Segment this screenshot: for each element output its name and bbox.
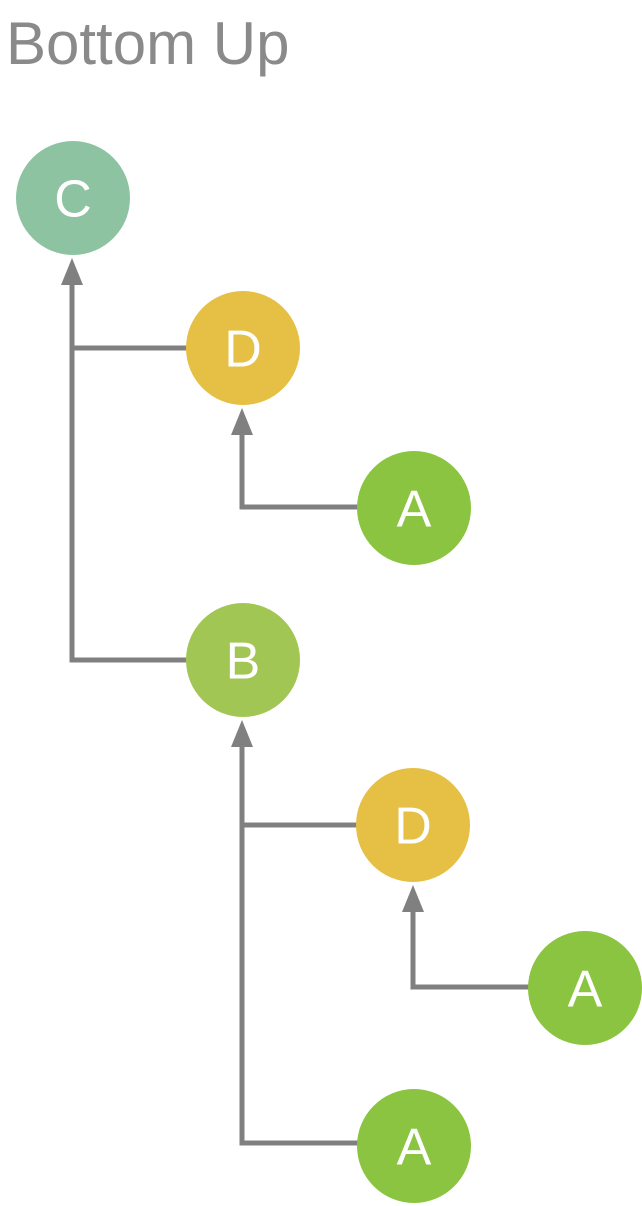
node-C: C [16,141,130,255]
node-A3: A [357,1089,471,1203]
connector-trunk-a3-to-b-arrow [239,745,359,1146]
node-circle-D1 [186,291,300,405]
node-circle-C [16,141,130,255]
node-circle-A2 [528,931,642,1045]
node-B: B [186,603,300,717]
arrowhead-into-D2-icon [402,885,424,912]
node-A2: A [528,931,642,1045]
arrowhead-into-C-icon [61,258,83,285]
node-label-C: C [54,171,92,229]
node-label-A3: A [397,1119,432,1177]
node-label-D2: D [394,798,432,856]
node-label-D1: D [224,321,262,379]
node-label-B: B [226,633,261,691]
node-A1: A [357,451,471,565]
node-circle-D2 [356,768,470,882]
arrowhead-into-B-icon [231,720,253,747]
node-label-A1: A [397,481,432,539]
node-label-A2: A [568,961,603,1019]
node-circle-A3 [357,1089,471,1203]
page-title: Bottom Up [6,10,290,77]
node-D1: D [186,291,300,405]
node-D2: D [356,768,470,882]
connector-trunk-b-to-c-arrow [69,284,188,663]
node-circle-A1 [357,451,471,565]
connector-elbow-a2-to-d2-arrow [410,909,530,990]
connector-elbow-a1-to-d1-arrow [239,431,359,510]
node-circle-B [186,603,300,717]
arrowhead-into-D1-icon [231,408,253,435]
